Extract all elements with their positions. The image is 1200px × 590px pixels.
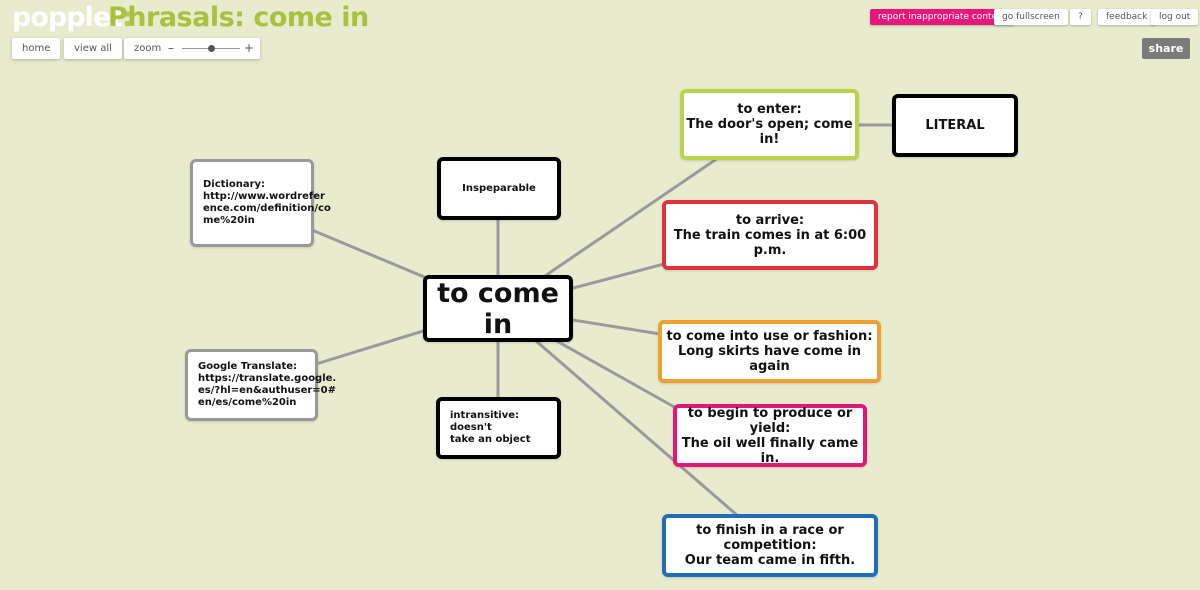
popple-text: to finish in a race or competition: Our … xyxy=(684,523,856,568)
report-inappropriate-button[interactable]: report inappropriate content xyxy=(870,9,1015,25)
logo-text: popplet xyxy=(12,2,123,33)
feedback-button[interactable]: feedback xyxy=(1098,9,1156,25)
popple-finish-race[interactable]: to finish in a race or competition: Our … xyxy=(662,514,878,577)
popple-to-enter[interactable]: to enter: The door's open; come in! xyxy=(680,89,859,160)
logo-colon: : xyxy=(122,2,133,33)
home-button[interactable]: home xyxy=(12,38,61,59)
popple-text: to come into use or fashion: Long skirts… xyxy=(666,329,873,374)
view-all-button[interactable]: view all xyxy=(64,38,122,59)
popple-inspeparable[interactable]: Inspeparable xyxy=(437,157,561,220)
popple-text: Inspeparable xyxy=(462,182,536,194)
popple-text: to come in xyxy=(437,277,559,340)
zoom-slider-handle[interactable] xyxy=(208,45,215,52)
help-button[interactable]: ? xyxy=(1070,9,1091,25)
share-button[interactable]: share xyxy=(1142,38,1190,59)
popple-intransitive[interactable]: intransitive: doesn't take an object xyxy=(436,397,561,459)
zoom-in-icon[interactable]: + xyxy=(244,41,255,55)
zoom-label: zoom xyxy=(134,43,162,54)
popple-produce-or-yield[interactable]: to begin to produce or yield: The oil we… xyxy=(673,404,867,467)
popple-text: to enter: The door's open; come in! xyxy=(686,102,853,147)
connector-finish xyxy=(497,306,739,518)
popple-text: LITERAL xyxy=(925,118,985,133)
popple-text: Google Translate: https://translate.goog… xyxy=(198,361,337,408)
popple-to-arrive[interactable]: to arrive: The train comes in at 6:00 p.… xyxy=(662,200,878,270)
popple-text: to begin to produce or yield: The oil we… xyxy=(681,405,859,466)
popple-google-translate[interactable]: Google Translate: https://translate.goog… xyxy=(185,349,336,421)
popple-text: intransitive: doesn't take an object xyxy=(450,410,531,445)
popple-text: to arrive: The train comes in at 6:00 p.… xyxy=(673,212,867,258)
popple-dictionary[interactable]: Dictionary: http://www.wordrefer ence.co… xyxy=(190,159,331,247)
log-out-button[interactable]: log out xyxy=(1151,9,1199,25)
popple-center-to-come-in[interactable]: to come in xyxy=(423,275,573,342)
zoom-out-icon[interactable]: – xyxy=(168,41,174,55)
go-fullscreen-button[interactable]: go fullscreen xyxy=(994,9,1068,25)
popple-use-or-fashion[interactable]: to come into use or fashion: Long skirts… xyxy=(658,320,881,383)
popple-text: Dictionary: http://www.wordrefer ence.co… xyxy=(203,179,331,226)
popplet-logo[interactable]: popplet: xyxy=(12,2,133,33)
popple-literal[interactable]: LITERAL xyxy=(892,94,1018,157)
board-title: Phrasals: come in xyxy=(108,2,369,33)
zoom-control: zoom – + xyxy=(124,38,260,59)
